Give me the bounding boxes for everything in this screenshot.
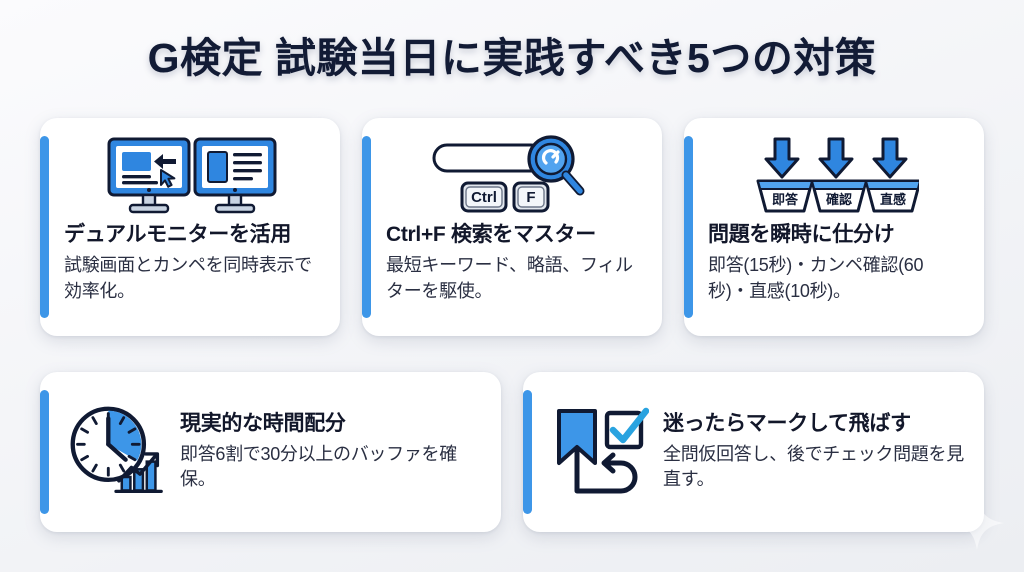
card-sorting-bins: 即答 確認 直感 問題を瞬時に仕分け 即答(15秒)・カンペ確認(60秒)・直感…: [684, 118, 984, 336]
accent-bar: [684, 136, 693, 318]
page-title: G検定 試験当日に実践すべき5つの対策: [147, 35, 877, 81]
card-heading: 迷ったらマークして飛ばす: [663, 412, 911, 436]
card-body: 即答(15秒)・カンペ確認(60秒)・直感(10秒)。: [708, 255, 924, 301]
svg-text:F: F: [526, 189, 535, 206]
card-dual-monitor: デュアルモニターを活用 試験画面とカンペを同時表示で効率化。: [40, 118, 340, 336]
accent-bar: [40, 136, 49, 318]
card-time-allocation: 現実的な時間配分 即答6割で30分以上のバッファを確保。: [40, 372, 501, 532]
accent-bar: [40, 390, 49, 514]
accent-bar: [523, 390, 532, 514]
cards-row-bottom: 現実的な時間配分 即答6割で30分以上のバッファを確保。 迷ったらマークして飛ば…: [40, 372, 984, 532]
card-body: 全問仮回答し、後でチェック問題を見直す。: [663, 443, 964, 490]
accent-bar: [362, 136, 371, 318]
card-heading: Ctrl+F 検索をマスター: [386, 223, 596, 246]
card-text-column: 現実的な時間配分 即答6割で30分以上のバッファを確保。: [180, 411, 483, 492]
svg-text:即答: 即答: [772, 192, 799, 207]
card-mark-and-skip: 迷ったらマークして飛ばす 全問仮回答し、後でチェック問題を見直す。: [523, 372, 984, 532]
sorting-bins-icon: 即答 確認 直感: [708, 134, 964, 218]
card-text-column: 迷ったらマークして飛ばす 全問仮回答し、後でチェック問題を見直す。: [663, 411, 966, 492]
dual-monitor-icon: [64, 134, 320, 218]
clock-chart-icon: [66, 402, 166, 502]
card-heading: 現実的な時間配分: [180, 412, 346, 436]
svg-text:Ctrl: Ctrl: [471, 189, 497, 206]
card-body: 最短キーワード、略語、フィルターを駆使。: [386, 255, 633, 301]
card-heading: デュアルモニターを活用: [64, 223, 292, 246]
svg-text:確認: 確認: [826, 192, 852, 207]
card-body: 即答6割で30分以上のバッファを確保。: [180, 443, 457, 490]
svg-text:直感: 直感: [880, 192, 906, 207]
card-body: 試験画面とカンペを同時表示で効率化。: [64, 255, 312, 301]
cards-row-top: デュアルモニターを活用 試験画面とカンペを同時表示で効率化。 Ctrl: [40, 118, 984, 336]
search-ctrl-f-icon: Ctrl F: [386, 134, 642, 218]
card-heading: 問題を瞬時に仕分け: [708, 223, 895, 246]
card-ctrl-f-search: Ctrl F Ctrl+F 検索をマスター 最短キーワード、略語、フィルターを駆…: [362, 118, 662, 336]
bookmark-check-return-icon: [549, 402, 649, 502]
